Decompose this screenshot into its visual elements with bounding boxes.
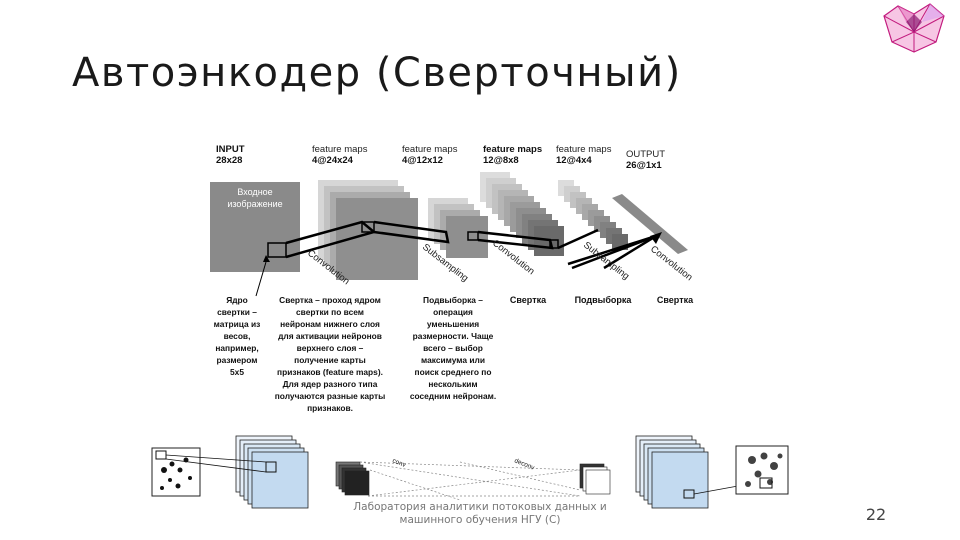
label-podvyborka: Подвыборка [575,295,633,305]
layer-header-s4: feature maps 12@4x4 [556,144,612,166]
svg-text:Для ядер разного типа: Для ядер разного типа [283,379,378,389]
label-svertka: Свертка [657,295,694,305]
svg-text:уменьшения: уменьшения [427,319,479,329]
svg-text:размерности. Чаще: размерности. Чаще [413,331,494,341]
input-digit-image [151,447,201,497]
svg-text:Свертка – проход ядром: Свертка – проход ядром [279,295,381,305]
svg-text:нескольким: нескольким [428,379,477,389]
layer-header-c1: feature maps 4@24x24 [312,144,368,166]
slide-title: Автоэнкодер (Сверточный) [72,50,682,96]
svg-text:матрица из: матрица из [214,319,261,329]
svg-text:операция: операция [433,307,473,317]
layer-header-output: OUTPUT 26@1x1 [626,149,665,171]
svg-text:признаков.: признаков. [307,403,353,413]
svg-text:признаков (feature maps).: признаков (feature maps). [277,367,383,377]
svg-text:соседним нейронам.: соседним нейронам. [410,391,496,401]
header-line1: OUTPUT [626,149,665,160]
input-label: изображение [227,199,282,209]
svg-text:получаются разные карты: получаются разные карты [275,391,386,401]
header-line1: feature maps [402,144,458,155]
svg-text:свертки –: свертки – [217,307,257,317]
svg-text:Ядро: Ядро [226,295,248,305]
header-line2: 4@24x24 [312,155,354,166]
svg-text:Подвыборка –: Подвыборка – [423,295,483,305]
header-line2: 12@8x8 [483,155,519,166]
layer-header-c3: feature maps 12@8x8 [483,144,542,166]
layer-header-input: INPUT 28x28 [216,144,245,166]
svg-text:5x5: 5x5 [230,367,244,377]
s4-stack [558,180,628,250]
svg-text:весов,: весов, [224,331,251,341]
header-line2: 4@12x12 [402,155,443,166]
svg-text:например,: например, [215,343,258,353]
svg-text:всего – выбор: всего – выбор [423,343,483,353]
pool-description: Подвыборка – операция уменьшения размерн… [410,295,496,401]
header-line1: INPUT [216,144,245,155]
bottom-label: deconv [513,457,536,472]
svg-text:размером: размером [217,355,258,365]
layer-header-s2: feature maps 4@12x12 [402,144,458,166]
header-line1: feature maps [556,144,612,155]
svg-text:нейронам нижнего слоя: нейронам нижнего слоя [280,319,380,329]
output-layer [612,194,688,254]
connection-lines [285,220,657,270]
input-label: Входное [237,187,272,197]
svg-text:получение карты: получение карты [294,355,366,365]
label-svertka: Свертка [510,295,547,305]
kernel-description: Ядро свертки – матрица из весов, наприме… [214,295,261,377]
svg-text:свертки по всем: свертки по всем [296,307,364,317]
header-line2: 26@1x1 [626,160,662,171]
header-line1: feature maps [312,144,368,155]
header-line2: 12@4x4 [556,155,592,166]
page-number: 22 [865,505,887,524]
bottom-label: conv [391,457,407,469]
header-line2: 28x28 [216,155,242,166]
svg-text:максимума или: максимума или [421,355,485,365]
svg-text:для активации нейронов: для активации нейронов [278,331,382,341]
footer-text: Лаборатория аналитики потоковых данных и… [353,501,607,526]
logo-icon [883,3,945,53]
conv-description: Свертка – проход ядром свертки по всем н… [275,295,386,413]
kernel-window [267,242,287,258]
svg-text:верхнего слоя –: верхнего слоя – [297,343,364,353]
autoencoder-figure: conv deconv [151,435,789,509]
s2-stack [428,198,488,258]
c3-stack [480,172,564,256]
header-line1: feature maps [483,144,542,155]
svg-text:поиск среднего по: поиск среднего по [415,367,492,377]
